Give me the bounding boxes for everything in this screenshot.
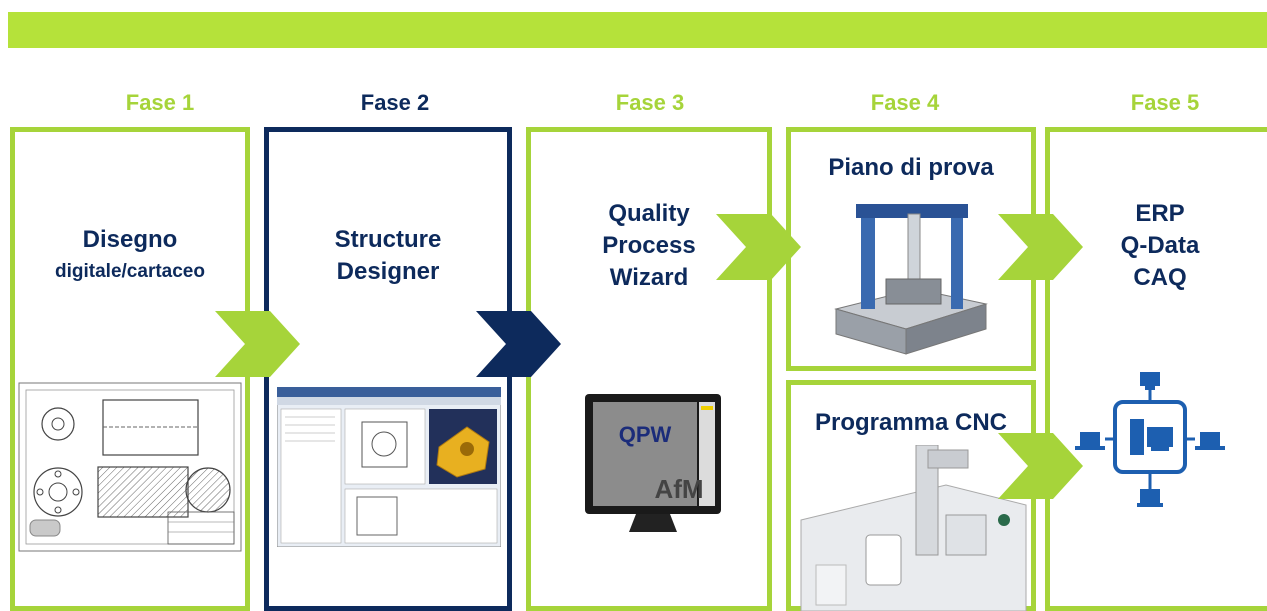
phase-3-label: Fase 3: [615, 90, 685, 115]
monitor-image: QPW AfM: [585, 394, 721, 532]
arrow-1-to-2: [215, 311, 300, 377]
top-banner: [8, 12, 1267, 48]
phase-2-label: Fase 2: [360, 90, 430, 115]
phase-2-title: Structure Designer: [269, 224, 507, 288]
arrow-3-to-4: [716, 214, 801, 280]
phase-5-title-line2: Q-Data: [1120, 232, 1200, 259]
phase-5-title: ERP Q-Data CAQ: [1050, 198, 1267, 294]
software-screenshot-image: [277, 387, 501, 547]
phase-5-title-line3: CAQ: [1133, 264, 1187, 291]
phase-2-box: Structure Designer: [264, 127, 512, 611]
phase-2-title-line1: Structure: [334, 226, 442, 253]
phase-2-title-line2: Designer: [336, 258, 440, 285]
cnc-machine-image: [800, 445, 1027, 611]
phase-5-label: Fase 5: [1130, 90, 1200, 115]
phase-3-title-line2: Process: [602, 232, 696, 259]
phase-3-box: Quality Process Wizard QPW AfM: [526, 127, 772, 611]
phase-3-title-line3: Wizard: [609, 264, 689, 291]
monitor-logo: AfM: [654, 474, 703, 504]
cmm-machine-image: [834, 204, 988, 355]
phase-1-title-line1: Disegno: [82, 226, 178, 253]
network-icon: [1075, 372, 1225, 507]
phase-5-box: ERP Q-Data CAQ: [1045, 127, 1267, 611]
monitor-brand: QPW: [619, 422, 672, 447]
arrow-4-to-5-top: [998, 214, 1083, 280]
phase-4-top-title: Piano di prova: [828, 154, 994, 181]
phase-1-title-line2: digitale/cartaceo: [55, 261, 205, 282]
technical-drawing-image: [18, 382, 242, 552]
phase-4-bottom-title: Programma CNC: [814, 409, 1008, 436]
phase-4-top-box: Piano di prova: [786, 127, 1036, 371]
phase-1-label: Fase 1: [125, 90, 195, 115]
phase-1-box: Disegno digitale/cartaceo: [10, 127, 250, 611]
phase-1-title: Disegno digitale/cartaceo: [15, 224, 245, 288]
arrow-2-to-3: [476, 311, 561, 377]
phase-4-label: Fase 4: [870, 90, 940, 115]
phase-5-title-line1: ERP: [1135, 200, 1185, 227]
arrow-4-to-5-bottom: [998, 433, 1083, 499]
phase-3-title: Quality Process Wizard: [531, 198, 767, 294]
phase-4-bottom-box: Programma CNC: [786, 380, 1036, 611]
phase-3-title-line1: Quality: [608, 200, 690, 227]
